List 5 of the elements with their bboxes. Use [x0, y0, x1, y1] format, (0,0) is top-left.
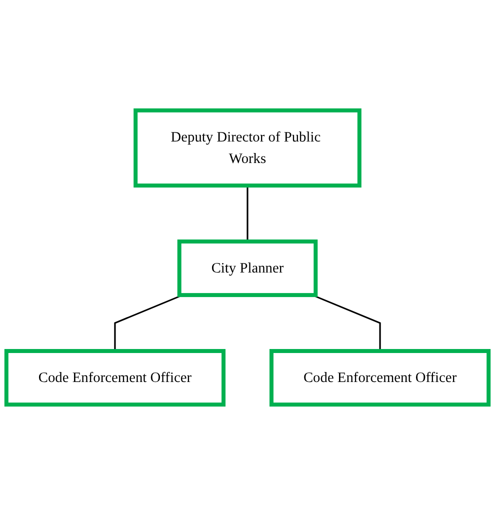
connector — [246, 185, 248, 241]
node-box: Code Enforcement Officer — [269, 348, 491, 406]
node-box: Deputy Director of Public Works — [134, 108, 362, 188]
node-box: Code Enforcement Officer — [4, 348, 226, 406]
node-box: City Planner — [177, 239, 318, 297]
